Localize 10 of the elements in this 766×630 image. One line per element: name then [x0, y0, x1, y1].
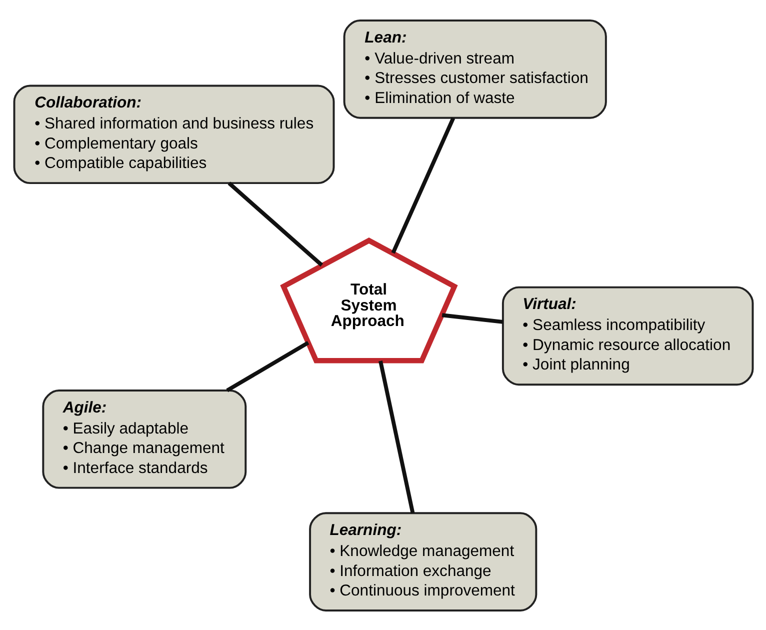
node-box: Virtual: • Seamless incompatibility • Dynamic resource allocation • Joint planning — [501, 286, 754, 386]
connector — [227, 181, 323, 266]
node-box: Learning: • Knowledge management • Information exchange • Continuous improvement — [308, 512, 537, 611]
node-box: Agile: • Easily adaptable • Change management • Interface standards — [42, 389, 246, 488]
connector — [226, 340, 309, 392]
connector — [390, 116, 455, 254]
connector — [378, 360, 414, 513]
connector — [441, 312, 503, 324]
node-box: Lean: • Value-driven stream • Stresses customer satisfaction • Elimination of waste — [342, 19, 606, 118]
node-box: Collaboration: • Shared information and business rules • Complementary goals • Compatible capabilities — [12, 84, 334, 184]
